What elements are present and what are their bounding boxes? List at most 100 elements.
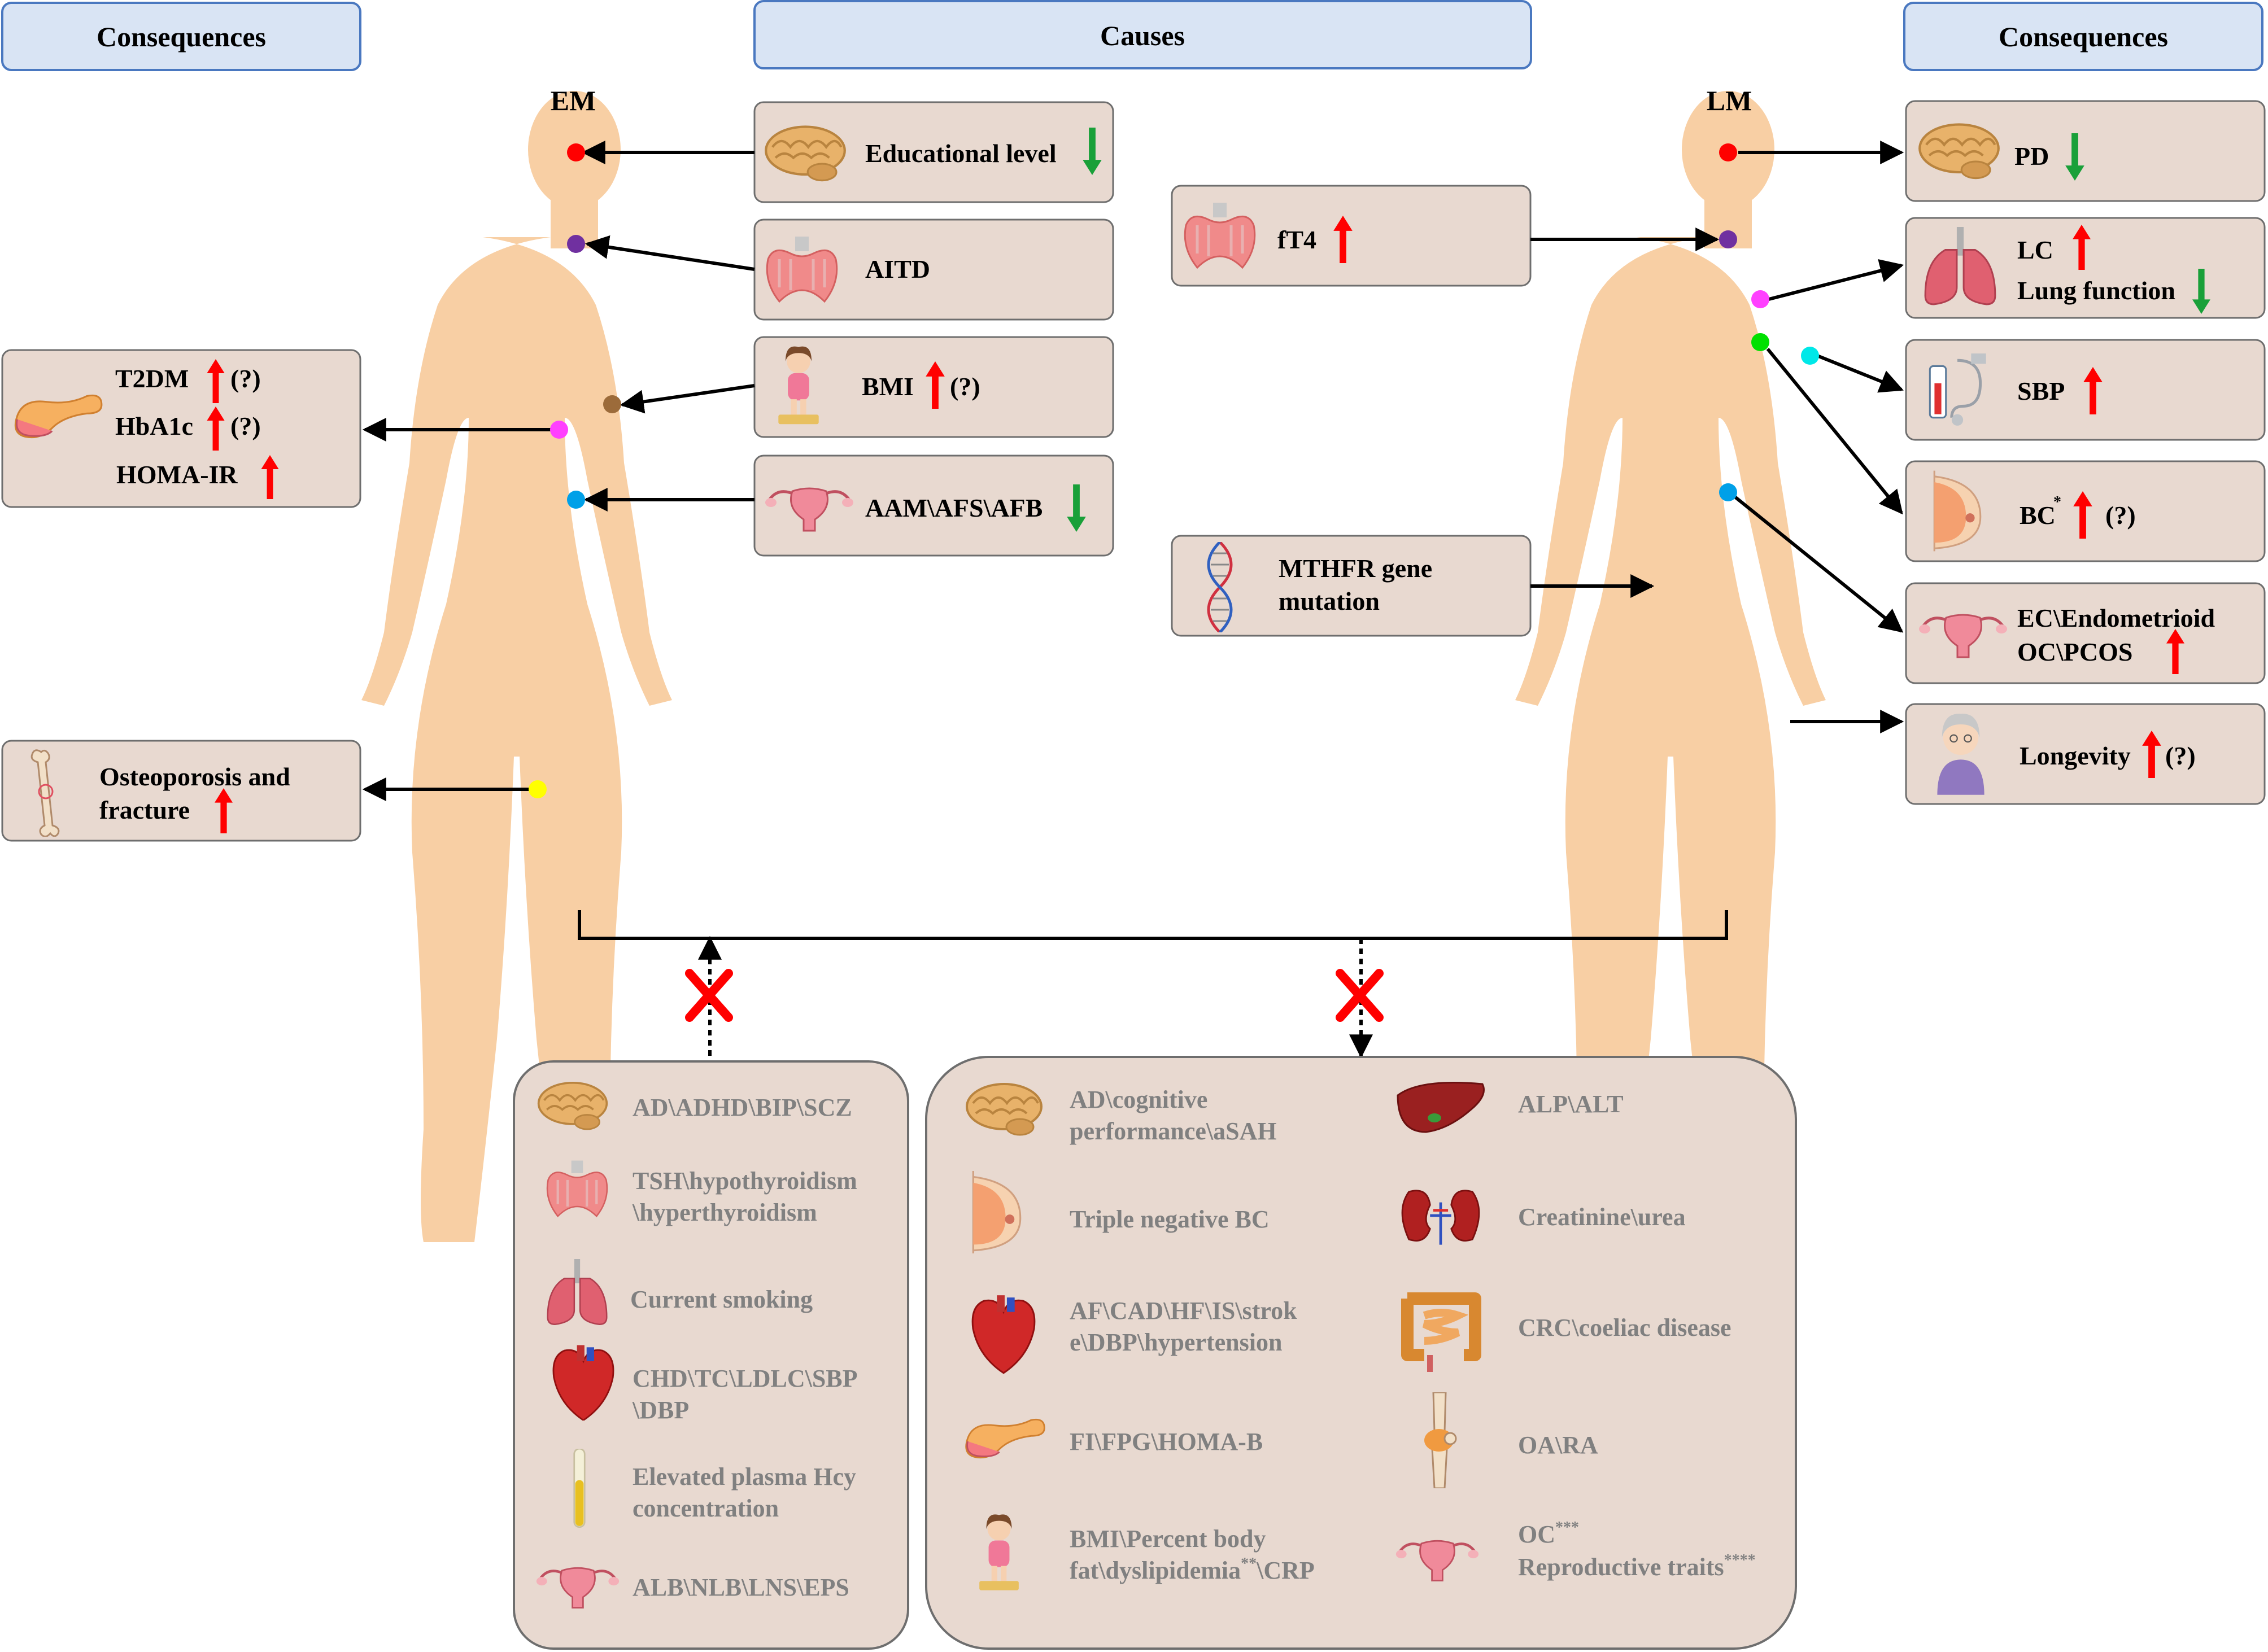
em-cause-note: (?) (950, 372, 980, 401)
marker-lm-neck (1719, 230, 1737, 248)
bone-line1: Osteoporosis and (99, 762, 290, 791)
connector-arrows (362, 141, 1904, 1061)
no-assoc-shared-item-line2: Reproductive traits**** (1518, 1552, 1756, 1581)
no-assoc-em-item: Elevated plasma Hcy (633, 1463, 856, 1491)
lm-cause-ft4: fT4 (1171, 185, 1532, 287)
no-assoc-em-item: TSH\hypothyroidism (633, 1167, 857, 1195)
no-assoc-em-item: ALB\NLB\LNS\EPS (633, 1574, 849, 1601)
panel-no-association-shared: AD\cognitive performance\aSAH Triple neg… (925, 1056, 1797, 1650)
oc-pcos-label: OC\PCOS (2017, 637, 2132, 666)
header-causes-label: Causes (1100, 20, 1185, 51)
hba1c-label: HbA1c (115, 412, 193, 440)
t2dm-label: T2DM (115, 364, 189, 393)
lung-function-label: Lung function (2017, 276, 2175, 305)
arrow-arm-to-sbp (1816, 354, 1904, 393)
oc-superscript: *** (1555, 1519, 1579, 1536)
bmi-line2-superscript: ** (1241, 1555, 1257, 1572)
arrow-breast-to-bc (1766, 348, 1903, 515)
lm-consequence-sbp: SBP (1905, 339, 2266, 441)
lm-consequence-longevity: Longevity (?) (1905, 703, 2266, 805)
bc-label: BC (2020, 501, 2056, 530)
no-assoc-em-item-line2: \hyperthyroidism (632, 1199, 817, 1226)
arrow-pelvis-to-ec (1734, 495, 1904, 633)
no-assoc-em-item-line2: concentration (633, 1494, 779, 1522)
lm-consequence-bc: BC * (?) (1905, 460, 2266, 562)
em-cause-bmi: BMI (?) (753, 336, 1114, 438)
marker-lm-head (1719, 143, 1737, 161)
body-markers (529, 143, 1819, 798)
oc-text: OC (1518, 1520, 1555, 1548)
no-assoc-shared-item: OC*** (1518, 1519, 1579, 1548)
em-cause-label: AAM\AFS\AFB (865, 493, 1043, 522)
longevity-note: (?) (2165, 741, 2196, 770)
lm-figure-label: LM (1707, 85, 1752, 116)
em-cause-label: BMI (862, 372, 914, 401)
no-assoc-em-item: Current smoking (630, 1286, 813, 1313)
marker-lm-arm (1801, 347, 1819, 365)
bc-superscript: * (2053, 493, 2061, 511)
header-left-consequences: Consequences (1, 2, 361, 71)
reproductive-traits-superscript: **** (1724, 1552, 1756, 1569)
marker-em-pancreas (550, 421, 568, 439)
no-assoc-shared-item: FI\FPG\HOMA-B (1070, 1428, 1263, 1456)
no-assoc-shared-item: AD\cognitive (1070, 1086, 1207, 1113)
em-figure-label: EM (551, 85, 596, 116)
t2dm-note: (?) (230, 364, 261, 393)
marker-em-head (567, 143, 585, 161)
no-assoc-shared-item: AF\CAD\HF\IS\strok (1070, 1297, 1297, 1325)
marker-lm-breast (1751, 333, 1769, 351)
longevity-label: Longevity (2020, 741, 2131, 770)
bracket-connector (578, 910, 1728, 940)
marker-lm-pelvis (1719, 483, 1737, 501)
header-causes: Causes (753, 0, 1532, 69)
marker-em-waist (603, 395, 621, 413)
bmi-line2-tail: \CRP (1256, 1557, 1315, 1584)
reproductive-traits-text: Reproductive traits (1518, 1553, 1724, 1581)
em-cause-label: AITD (865, 255, 930, 283)
header-left-consequences-label: Consequences (97, 21, 266, 53)
lm-cause-label: fT4 (1277, 225, 1316, 254)
no-assoc-shared-item: Triple negative BC (1070, 1205, 1270, 1233)
header-right-consequences-label: Consequences (1999, 21, 2168, 53)
no-assoc-shared-item-line2: performance\aSAH (1070, 1117, 1277, 1145)
bone-line2: fracture (99, 796, 190, 824)
no-assoc-shared-item: Creatinine\urea (1518, 1203, 1686, 1231)
arrow-bmi-to-waist (620, 384, 755, 414)
marker-lm-lung (1751, 290, 1769, 308)
pd-label: PD (2014, 142, 2049, 171)
lm-consequence-lc: LC Lung function (1905, 217, 2266, 319)
hba1c-note: (?) (230, 412, 261, 440)
marker-em-neck (567, 235, 585, 253)
lm-consequence-pd: PD (1905, 100, 2266, 202)
marker-em-knee (529, 780, 547, 798)
em-cause-educational-level: Educational level (753, 101, 1114, 203)
panel-no-association-em: AD\ADHD\BIP\SCZ TSH\hypothyroidism \hype… (513, 1060, 909, 1650)
arrow-aitd-to-neck (585, 235, 755, 271)
em-cause-aitd: AITD (753, 218, 1114, 321)
lm-consequence-ec-oc-pcos: EC\Endometrioid OC\PCOS (1905, 582, 2266, 684)
bmi-line2-text: fat\dyslipidemia (1070, 1557, 1241, 1584)
no-association-cross-em (685, 969, 733, 1022)
no-assoc-shared-item: ALP\ALT (1518, 1090, 1624, 1118)
lc-label: LC (2017, 235, 2053, 264)
em-cause-aam-afs-afb: AAM\AFS\AFB (753, 454, 1114, 557)
no-assoc-em-item: AD\ADHD\BIP\SCZ (633, 1094, 852, 1121)
sbp-label: SBP (2017, 377, 2065, 405)
homa-ir-label: HOMA-IR (116, 460, 238, 489)
em-cause-label: Educational level (865, 139, 1057, 168)
arrow-lung-to-lc (1768, 259, 1904, 301)
lm-cause-line2: mutation (1279, 587, 1380, 615)
no-assoc-shared-item: CRC\coeliac disease (1518, 1314, 1731, 1341)
test-tube-icon (573, 1449, 586, 1528)
ec-endometrioid-label: EC\Endometrioid (2017, 604, 2215, 632)
bc-note: (?) (2105, 501, 2136, 530)
lm-cause-mthfr: MTHFR gene mutation (1171, 535, 1532, 637)
no-assoc-shared-item: OA\RA (1518, 1431, 1598, 1459)
no-assoc-shared-item-line2: fat\dyslipidemia**\CRP (1070, 1555, 1315, 1584)
marker-em-pelvis (567, 491, 585, 509)
lm-cause-line1: MTHFR gene (1279, 554, 1432, 583)
no-assoc-shared-item: BMI\Percent body (1070, 1525, 1266, 1553)
header-right-consequences: Consequences (1903, 2, 2263, 71)
